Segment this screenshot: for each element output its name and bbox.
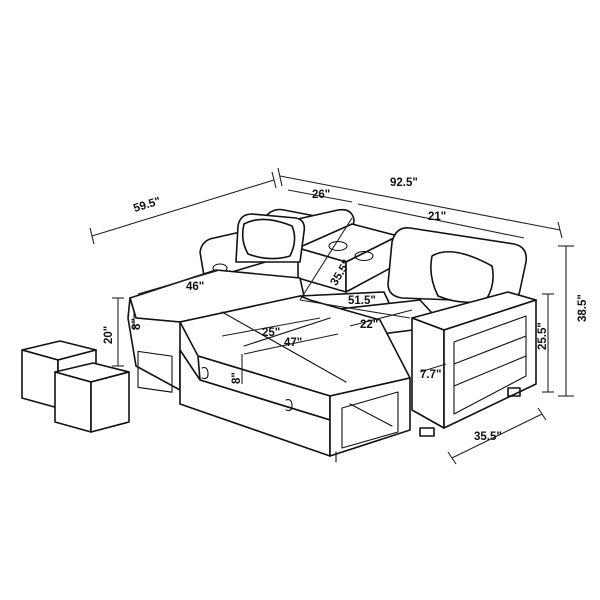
cup-holder-icon	[328, 240, 348, 252]
dim-storage-depth: 8"	[131, 318, 143, 330]
dim-seat-height-total: 25.5"	[537, 322, 549, 350]
dim-sofa-width: 92.5"	[390, 177, 418, 189]
right-arm-outer	[443, 299, 537, 429]
dim-chaise-width: 26"	[312, 189, 330, 201]
dim-overall-depth: 35.5"	[474, 431, 502, 443]
dim-arm-width: 7.7"	[420, 369, 441, 381]
bed-handle-icon	[201, 367, 209, 380]
sofa-leg	[507, 387, 521, 397]
dim-bed-length: 47"	[284, 337, 302, 349]
bed-handle-icon	[285, 399, 293, 412]
dim-seat-height: 20"	[103, 326, 115, 344]
throw-pillow-left	[241, 218, 296, 260]
dim-bed-height: 8"	[231, 372, 243, 384]
cup-holder-icon	[354, 250, 374, 262]
dim-chaise-seat-depth: 46"	[186, 281, 204, 293]
storage-ottoman-front	[54, 362, 130, 433]
arm-storage-shelves	[453, 315, 527, 415]
sofa-leg	[419, 427, 435, 437]
dim-bed-width: 51.5"	[348, 295, 376, 307]
storage-base	[329, 377, 411, 457]
dim-seat-depth: 22"	[360, 319, 378, 331]
dim-bed-section: 25"	[262, 327, 280, 339]
dim-overall-height: 38.5"	[577, 294, 589, 322]
dimension-lines	[89, 167, 574, 465]
dim-chaise-depth: 59.5"	[132, 195, 162, 215]
chaise-storage-pocket	[137, 350, 173, 393]
dim-seat-width: 21"	[428, 211, 446, 223]
